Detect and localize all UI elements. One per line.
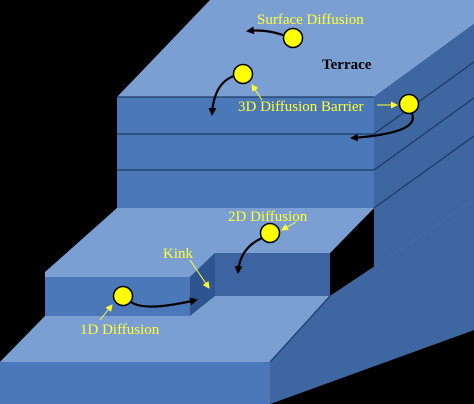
kink-recess-back — [215, 253, 330, 296]
3d-label-pointer-a — [251, 84, 263, 101]
2d-diffusion-arrow — [234, 236, 263, 274]
lower-block-front — [0, 362, 270, 404]
label-terrace: Terrace — [322, 57, 372, 73]
1d-diffusion-arrow — [130, 297, 198, 308]
middle-terrace-top-left — [45, 208, 374, 277]
lower-edge — [269, 295, 331, 363]
3d-barrier-arrow-right — [350, 113, 414, 142]
atom-1d — [112, 285, 134, 307]
atom-3d-right — [398, 93, 420, 115]
atom-3d-top — [232, 63, 254, 85]
side-layer-line-1 — [373, 61, 474, 135]
label-2d-diffusion: 2D Diffusion — [228, 209, 308, 225]
upper-block-front — [117, 97, 374, 208]
upper-terrace-top — [117, 0, 474, 97]
1d-label-pointer — [99, 304, 113, 321]
kink-label-pointer — [189, 259, 210, 289]
label-1d-diffusion: 1D Diffusion — [80, 322, 160, 338]
label-surface-diffusion: Surface Diffusion — [257, 12, 364, 28]
upper-block-side — [374, 24, 474, 280]
2d-label-pointer — [281, 221, 297, 231]
lower-block-side-fill — [270, 200, 474, 404]
atom-2d — [259, 222, 281, 244]
label-kink: Kink — [163, 246, 194, 262]
3d-barrier-arrow-left — [208, 74, 235, 116]
lower-terrace-top-main — [0, 296, 330, 362]
side-layer-line-2 — [373, 97, 474, 171]
side-layer-line-3 — [373, 135, 474, 209]
atom-surface — [282, 27, 304, 49]
surface-diffusion-arrow — [246, 26, 284, 37]
label-3d-diffusion-barrier: 3D Diffusion Barrier — [238, 99, 364, 115]
